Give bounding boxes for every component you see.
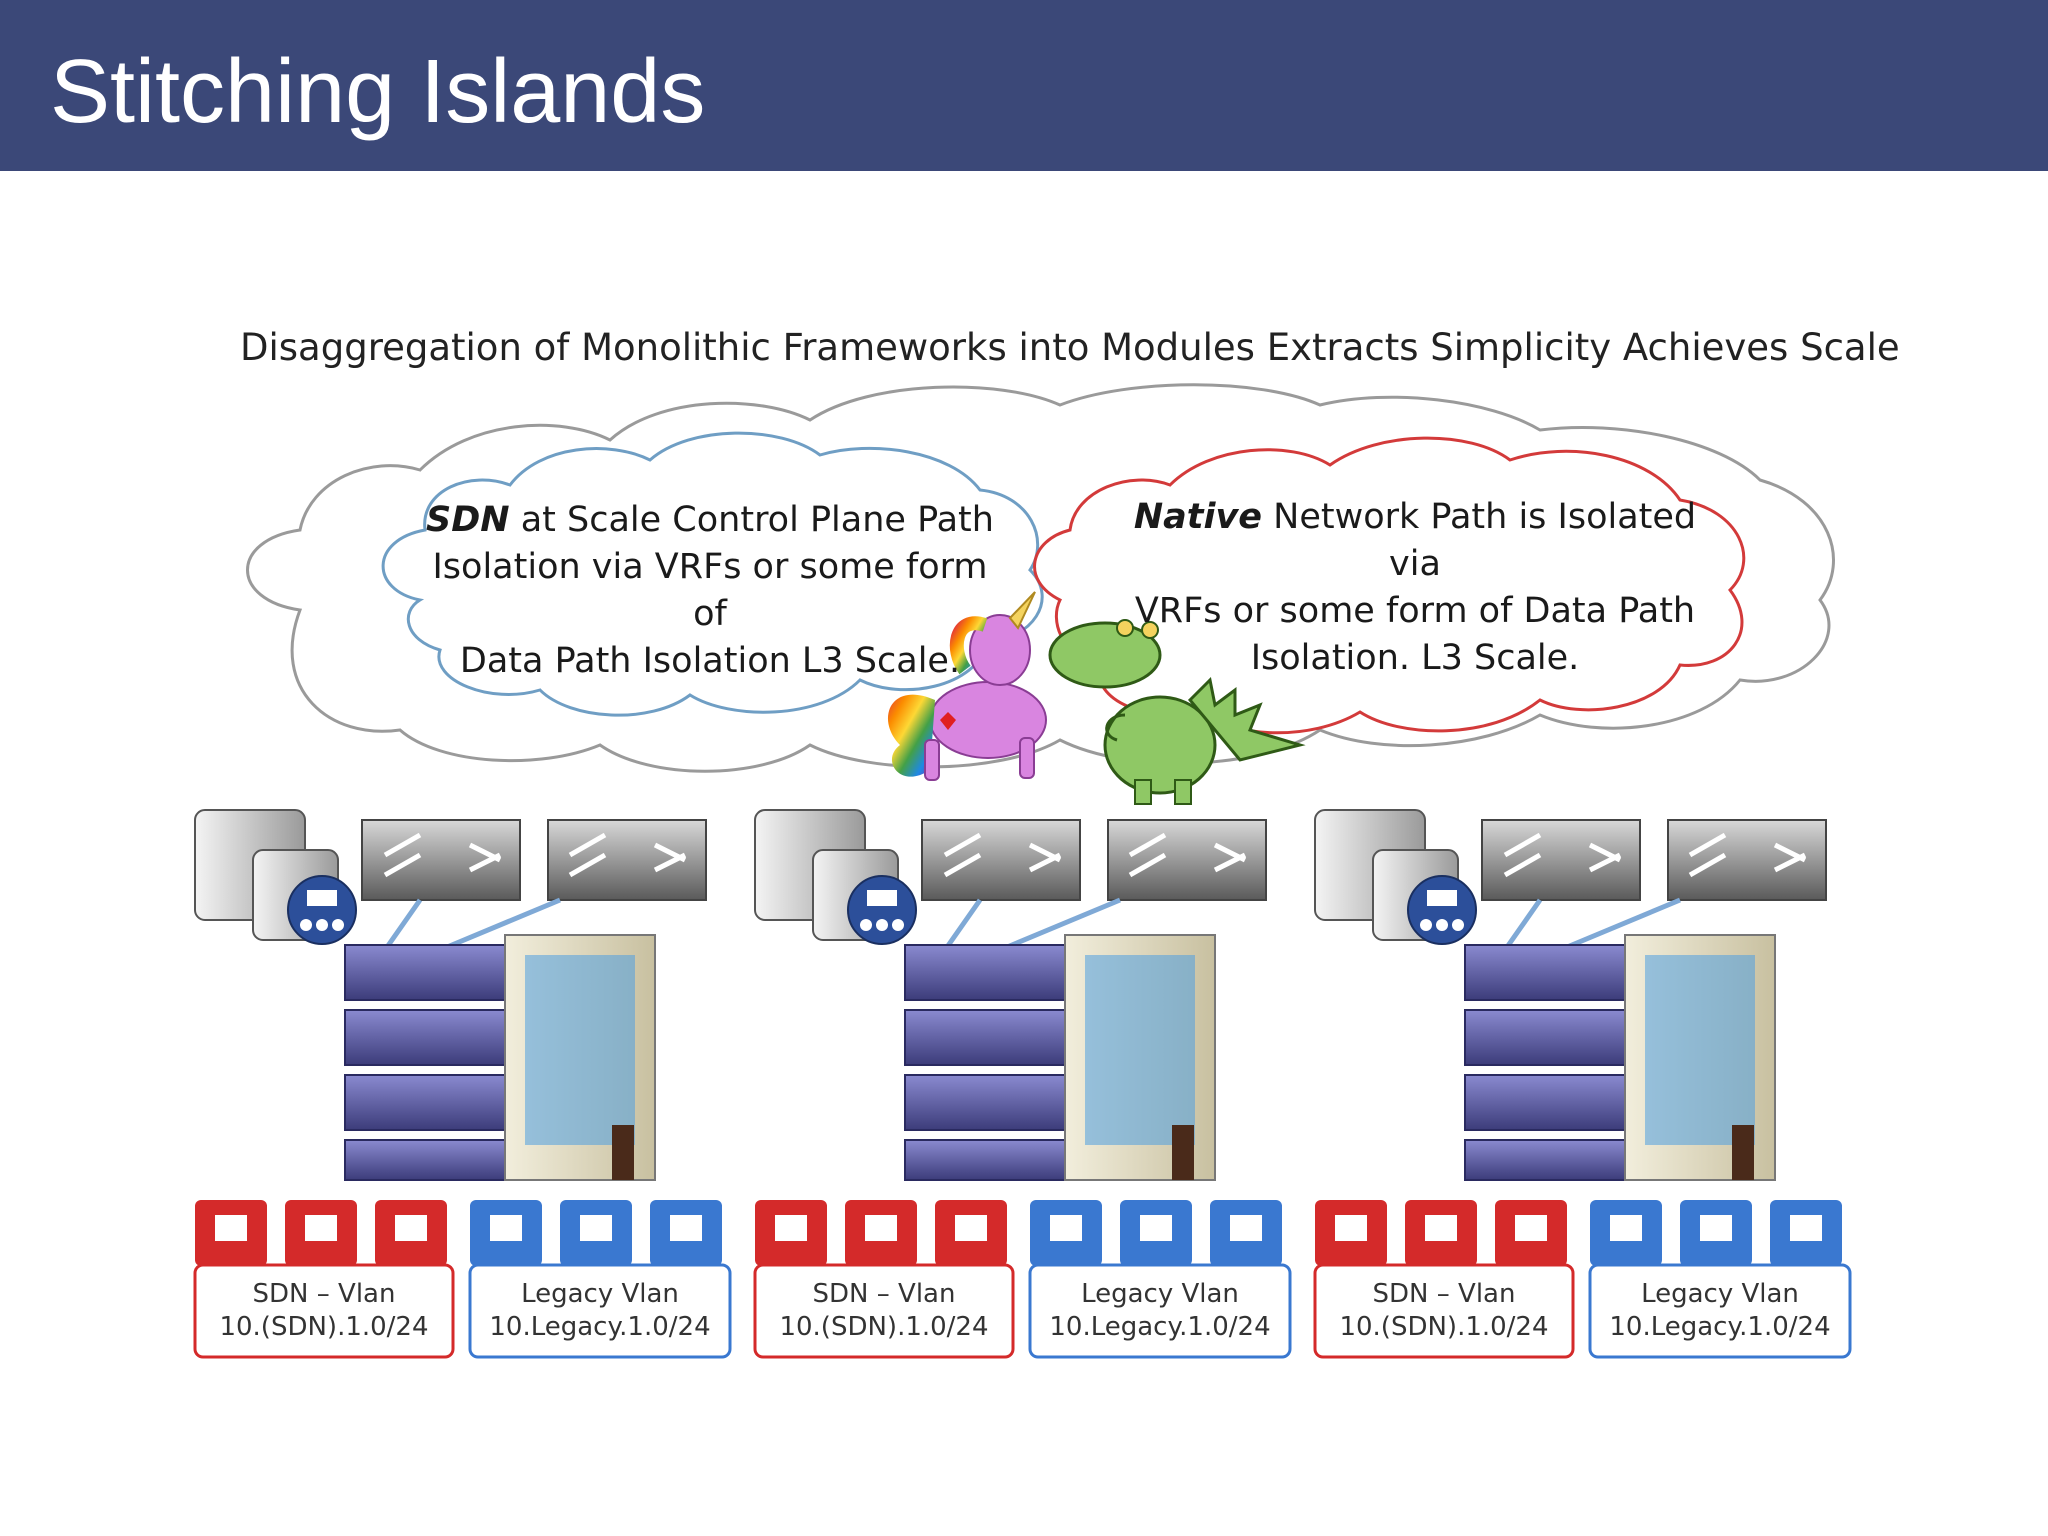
legacy-vlan-label-2: Legacy Vlan 10.Legacy.1.0/24 bbox=[1049, 1279, 1271, 1342]
sdn-vlan-label-3: SDN – Vlan 10.(SDN).1.0/24 bbox=[1339, 1279, 1549, 1342]
sdn-emphasis: SDN bbox=[426, 500, 510, 540]
sdn-pc-group bbox=[753, 1200, 1015, 1359]
switch-stack-icon bbox=[344, 944, 506, 1181]
island-1 bbox=[193, 809, 732, 1359]
unicorn-icon bbox=[887, 591, 1047, 781]
sdn-line-3: Data Path Isolation L3 Scale. bbox=[459, 641, 961, 681]
native-line-2: VRFs or some form of Data Path bbox=[1134, 591, 1696, 631]
sdn-cloud bbox=[381, 431, 1044, 717]
router-icon bbox=[921, 819, 1081, 901]
native-cloud-text: Native Network Path is Isolated via VRFs… bbox=[1110, 494, 1720, 682]
native-line-3: Isolation. L3 Scale. bbox=[1250, 638, 1580, 678]
building-icon bbox=[1624, 934, 1776, 1181]
router-icon bbox=[1481, 819, 1641, 901]
server-stack-icon bbox=[1314, 809, 1477, 945]
server-stack-icon bbox=[754, 809, 917, 945]
router-icon bbox=[1107, 819, 1267, 901]
title-bar: Stitching Islands bbox=[0, 0, 2048, 171]
dragon-icon bbox=[1048, 619, 1306, 805]
building-icon bbox=[504, 934, 656, 1181]
router-icon bbox=[361, 819, 521, 901]
sdn-cloud-text: SDN at Scale Control Plane Path Isolatio… bbox=[420, 497, 1000, 685]
diagram-subtitle: Disaggregation of Monolithic Frameworks … bbox=[240, 326, 1900, 369]
legacy-vlan-label-3: Legacy Vlan 10.Legacy.1.0/24 bbox=[1609, 1279, 1831, 1342]
sdn-line-1: at Scale Control Plane Path bbox=[520, 500, 994, 540]
island-2 bbox=[753, 809, 1292, 1359]
slide-title: Stitching Islands bbox=[50, 42, 706, 142]
sdn-pc-group bbox=[193, 1200, 455, 1359]
switch-stack-icon bbox=[904, 944, 1066, 1181]
sdn-vlan-label-2: SDN – Vlan 10.(SDN).1.0/24 bbox=[779, 1279, 989, 1342]
legacy-vlan-label-1: Legacy Vlan 10.Legacy.1.0/24 bbox=[489, 1279, 711, 1342]
legacy-pc-group bbox=[1588, 1200, 1852, 1359]
legacy-pc-group bbox=[468, 1200, 732, 1359]
island-3 bbox=[1313, 809, 1852, 1359]
legacy-pc-group bbox=[1028, 1200, 1292, 1359]
router-icon bbox=[547, 819, 707, 901]
building-icon bbox=[1064, 934, 1216, 1181]
native-line-1: Network Path is Isolated via bbox=[1273, 497, 1697, 584]
router-icon bbox=[1667, 819, 1827, 901]
sdn-vlan-label-1: SDN – Vlan 10.(SDN).1.0/24 bbox=[219, 1279, 429, 1342]
sdn-line-2: Isolation via VRFs or some form of bbox=[432, 547, 988, 634]
sdn-pc-group bbox=[1313, 1200, 1575, 1359]
native-emphasis: Native bbox=[1133, 497, 1263, 537]
server-stack-icon bbox=[194, 809, 357, 945]
switch-stack-icon bbox=[1464, 944, 1626, 1181]
